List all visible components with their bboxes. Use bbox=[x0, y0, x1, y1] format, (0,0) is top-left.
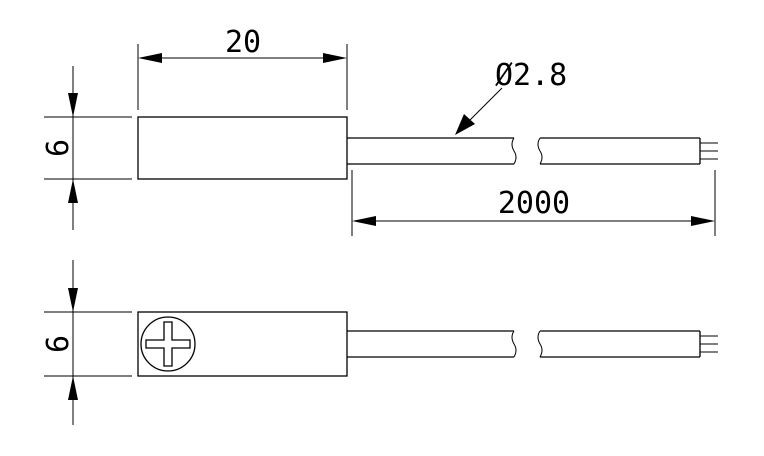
sensor-body-bottom bbox=[137, 311, 348, 377]
dimension-cable-diameter: Ø2.8 bbox=[455, 58, 567, 135]
top-view: 20 6 Ø2.8 bbox=[41, 25, 718, 236]
cable-diameter-label: Ø2.8 bbox=[495, 58, 567, 93]
dimension-cable-length: 2000 bbox=[351, 170, 716, 236]
crosshair-screw-icon bbox=[140, 316, 196, 372]
bottom-view: 6 bbox=[41, 260, 718, 425]
body-height-label-top: 6 bbox=[41, 139, 76, 157]
dimension-body-length: 20 bbox=[137, 25, 348, 110]
cable-bottom bbox=[347, 330, 718, 358]
dimension-body-height-bottom: 6 bbox=[41, 260, 132, 425]
body-length-label: 20 bbox=[225, 25, 261, 60]
dimension-body-height-top: 6 bbox=[41, 66, 132, 230]
sensor-body-top bbox=[137, 116, 348, 180]
body-height-label-bottom: 6 bbox=[41, 335, 76, 353]
cable-top bbox=[347, 137, 718, 165]
cable-length-label: 2000 bbox=[498, 186, 570, 221]
